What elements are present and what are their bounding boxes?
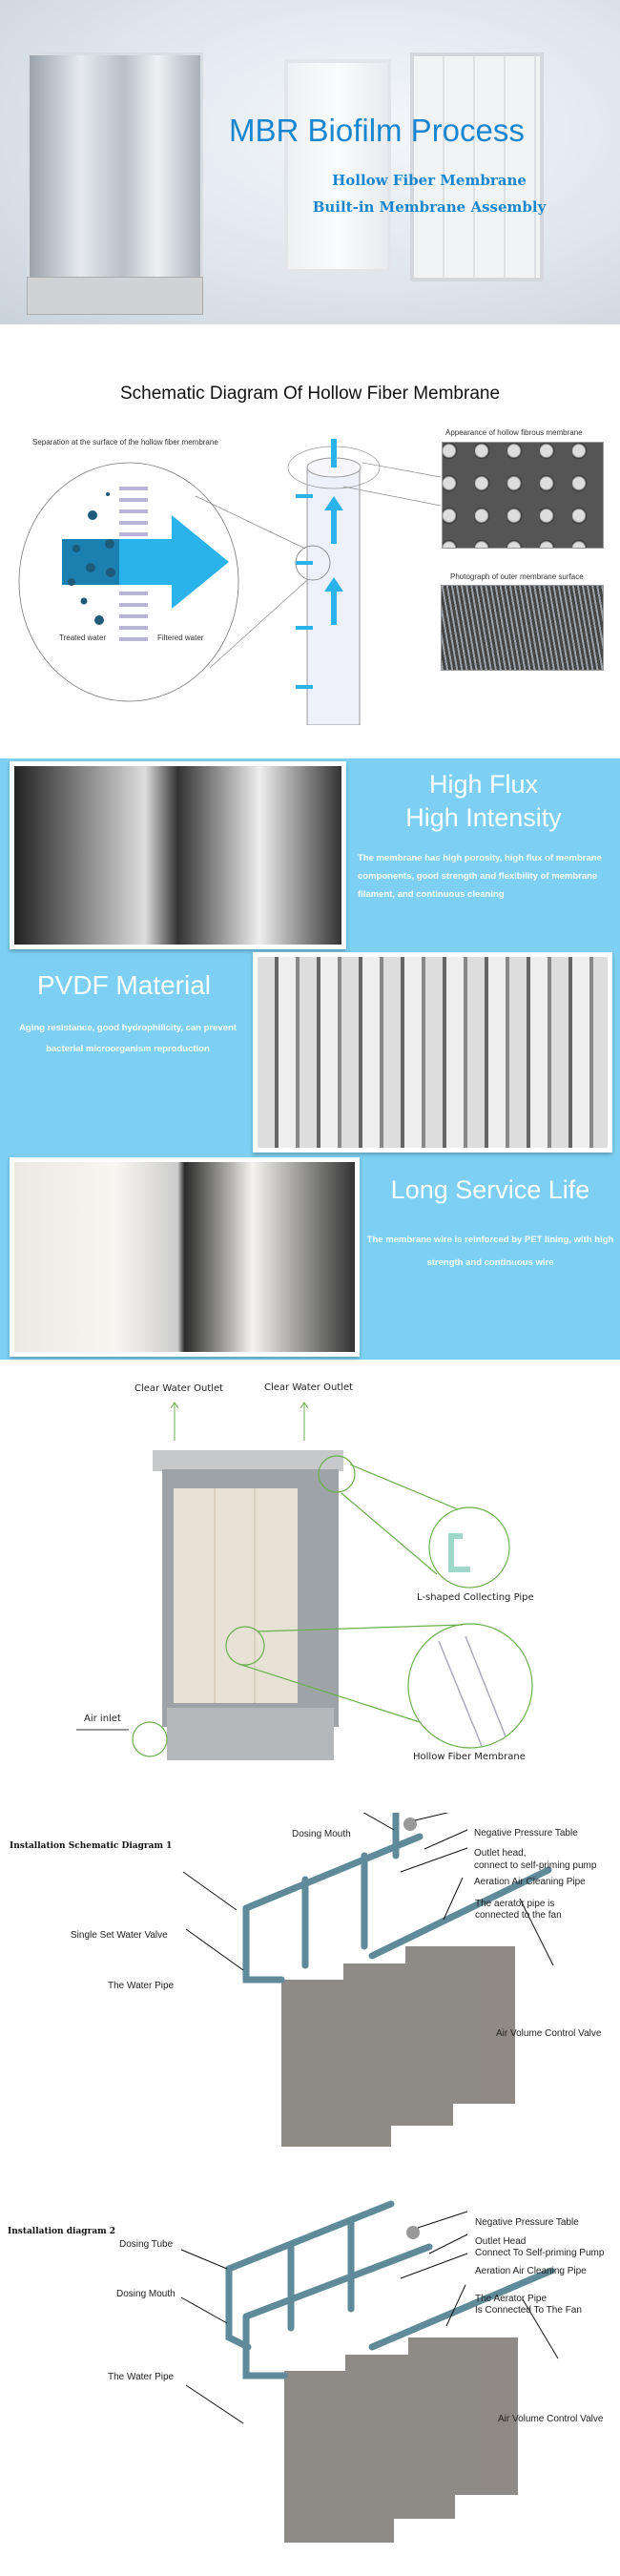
aerator-pipe-label-2: connected to the fan: [475, 1910, 562, 1921]
module-diagram: [76, 1402, 533, 1760]
fiber-bundle-photo: [10, 761, 346, 949]
aerator-pipe-label-2b: Is Connected To The Fan: [475, 2305, 582, 2316]
clear-water-outlet-label-1: Clear Water Outlet: [134, 1383, 224, 1394]
hero-title: MBR Biofilm Process: [229, 113, 525, 148]
outlet-arrow-icons: [170, 1402, 309, 1441]
aerator-pipe-label-2a: The Aerator Pipe: [475, 2294, 548, 2304]
l-pipe-icon: [448, 1533, 470, 1572]
schematic-title: Schematic Diagram Of Hollow Fiber Membra…: [119, 384, 501, 404]
membrane-curtain: [174, 1488, 298, 1703]
feature-text-long-life: The membrane wire is reinforced by PET l…: [366, 1235, 614, 1268]
feature-text-pvdf: Aging resistance, good hydrophilicity, c…: [19, 1023, 237, 1054]
negative-pressure-label: Negative Pressure Table: [474, 1828, 578, 1839]
membrane-layer: [119, 487, 148, 641]
separation-label: Separation at the surface of the hollow …: [32, 438, 218, 447]
installation-1-drawing: [182, 1813, 554, 2147]
schematic-diagram: [18, 439, 442, 725]
hero-subtitle-2: Built-in Membrane Assembly: [312, 198, 547, 216]
negative-pressure-label-2: Negative Pressure Table: [475, 2217, 579, 2228]
rack-base: [27, 277, 203, 315]
membrane-rack-image: [27, 52, 203, 301]
feature-title-high-flux: High Flux: [428, 770, 539, 799]
top-header: [153, 1450, 343, 1471]
outlet-head-label-2a: Outlet Head: [475, 2236, 527, 2247]
air-volume-valve-label-2: Air Volume Control Valve: [498, 2414, 604, 2424]
membrane-assembly-image: [410, 52, 544, 281]
collecting-pipe-label: L-shaped Collecting Pipe: [417, 1592, 534, 1603]
module-base: [167, 1708, 334, 1760]
filter-arrow-icon: [119, 515, 229, 609]
outlet-head-label-2: connect to self-priming pump: [474, 1860, 597, 1871]
aeration-pipe-label-2: Aeration Air Cleaning Pipe: [475, 2266, 587, 2276]
membrane-production-photo: [253, 952, 612, 1153]
hollow-fiber-label: Hollow Fiber Membrane: [413, 1752, 526, 1762]
features-section: High Flux High Intensity The membrane ha…: [0, 758, 620, 1360]
particles: [68, 492, 115, 625]
hollow-fiber-photo: [442, 442, 604, 549]
dosing-mouth-label-2: Dosing Mouth: [116, 2289, 176, 2299]
filtered-water-label: Filtered water: [157, 634, 204, 642]
outlet-head-label-2b: Connect To Self-priming Pump: [475, 2248, 605, 2258]
feature-title-long-life: Long Service Life: [390, 1175, 590, 1204]
membrane-surface-label: Photograph of outer membrane surface: [450, 572, 584, 581]
water-pipe-label: The Water Pipe: [108, 1981, 175, 1991]
water-pipe-label-2: The Water Pipe: [108, 2372, 175, 2382]
aerator-pipe-label-1: The aerator pipe is: [475, 1899, 555, 1909]
air-volume-valve-label: Air Volume Control Valve: [496, 2028, 602, 2039]
flow-arrow-icons: [296, 439, 343, 689]
clear-water-outlet-label-2: Clear Water Outlet: [264, 1382, 354, 1393]
single-set-valve-label: Single Set Water Valve: [71, 1930, 168, 1941]
dosing-tube-label: Dosing Tube: [119, 2239, 174, 2250]
aeration-pipe-label: Aeration Air Cleaning Pipe: [474, 1877, 586, 1887]
membrane-frame-image: [284, 59, 391, 273]
magnifier-circle: [18, 462, 239, 702]
dosing-mouth-label: Dosing Mouth: [292, 1829, 351, 1839]
installation-2-title: Installation diagram 2: [8, 2227, 116, 2236]
feature-title-high-intensity: High Intensity: [405, 803, 562, 832]
membrane-surface-photo: [441, 585, 604, 671]
air-inlet-label: Air inlet: [84, 1714, 121, 1724]
hero-banner: MBR Biofilm Process Hollow Fiber Membran…: [0, 0, 620, 324]
feature-text-high-flux: The membrane has high porosity, high flu…: [358, 853, 602, 900]
hero-subtitle-1: Hollow Fiber Membrane: [332, 172, 527, 189]
callouts: [132, 1455, 533, 1757]
fiber-coil-photo: [10, 1157, 360, 1357]
installation-1-title: Installation Schematic Diagram 1: [10, 1841, 173, 1851]
installation-2-drawing: [180, 2200, 559, 2543]
treated-water-label: Treated water: [59, 634, 107, 642]
outlet-head-label-1: Outlet head,: [474, 1848, 527, 1859]
feature-title-pvdf: PVDF Material: [36, 970, 212, 1000]
appearance-label: Appearance of hollow fibrous membrane: [445, 428, 583, 437]
